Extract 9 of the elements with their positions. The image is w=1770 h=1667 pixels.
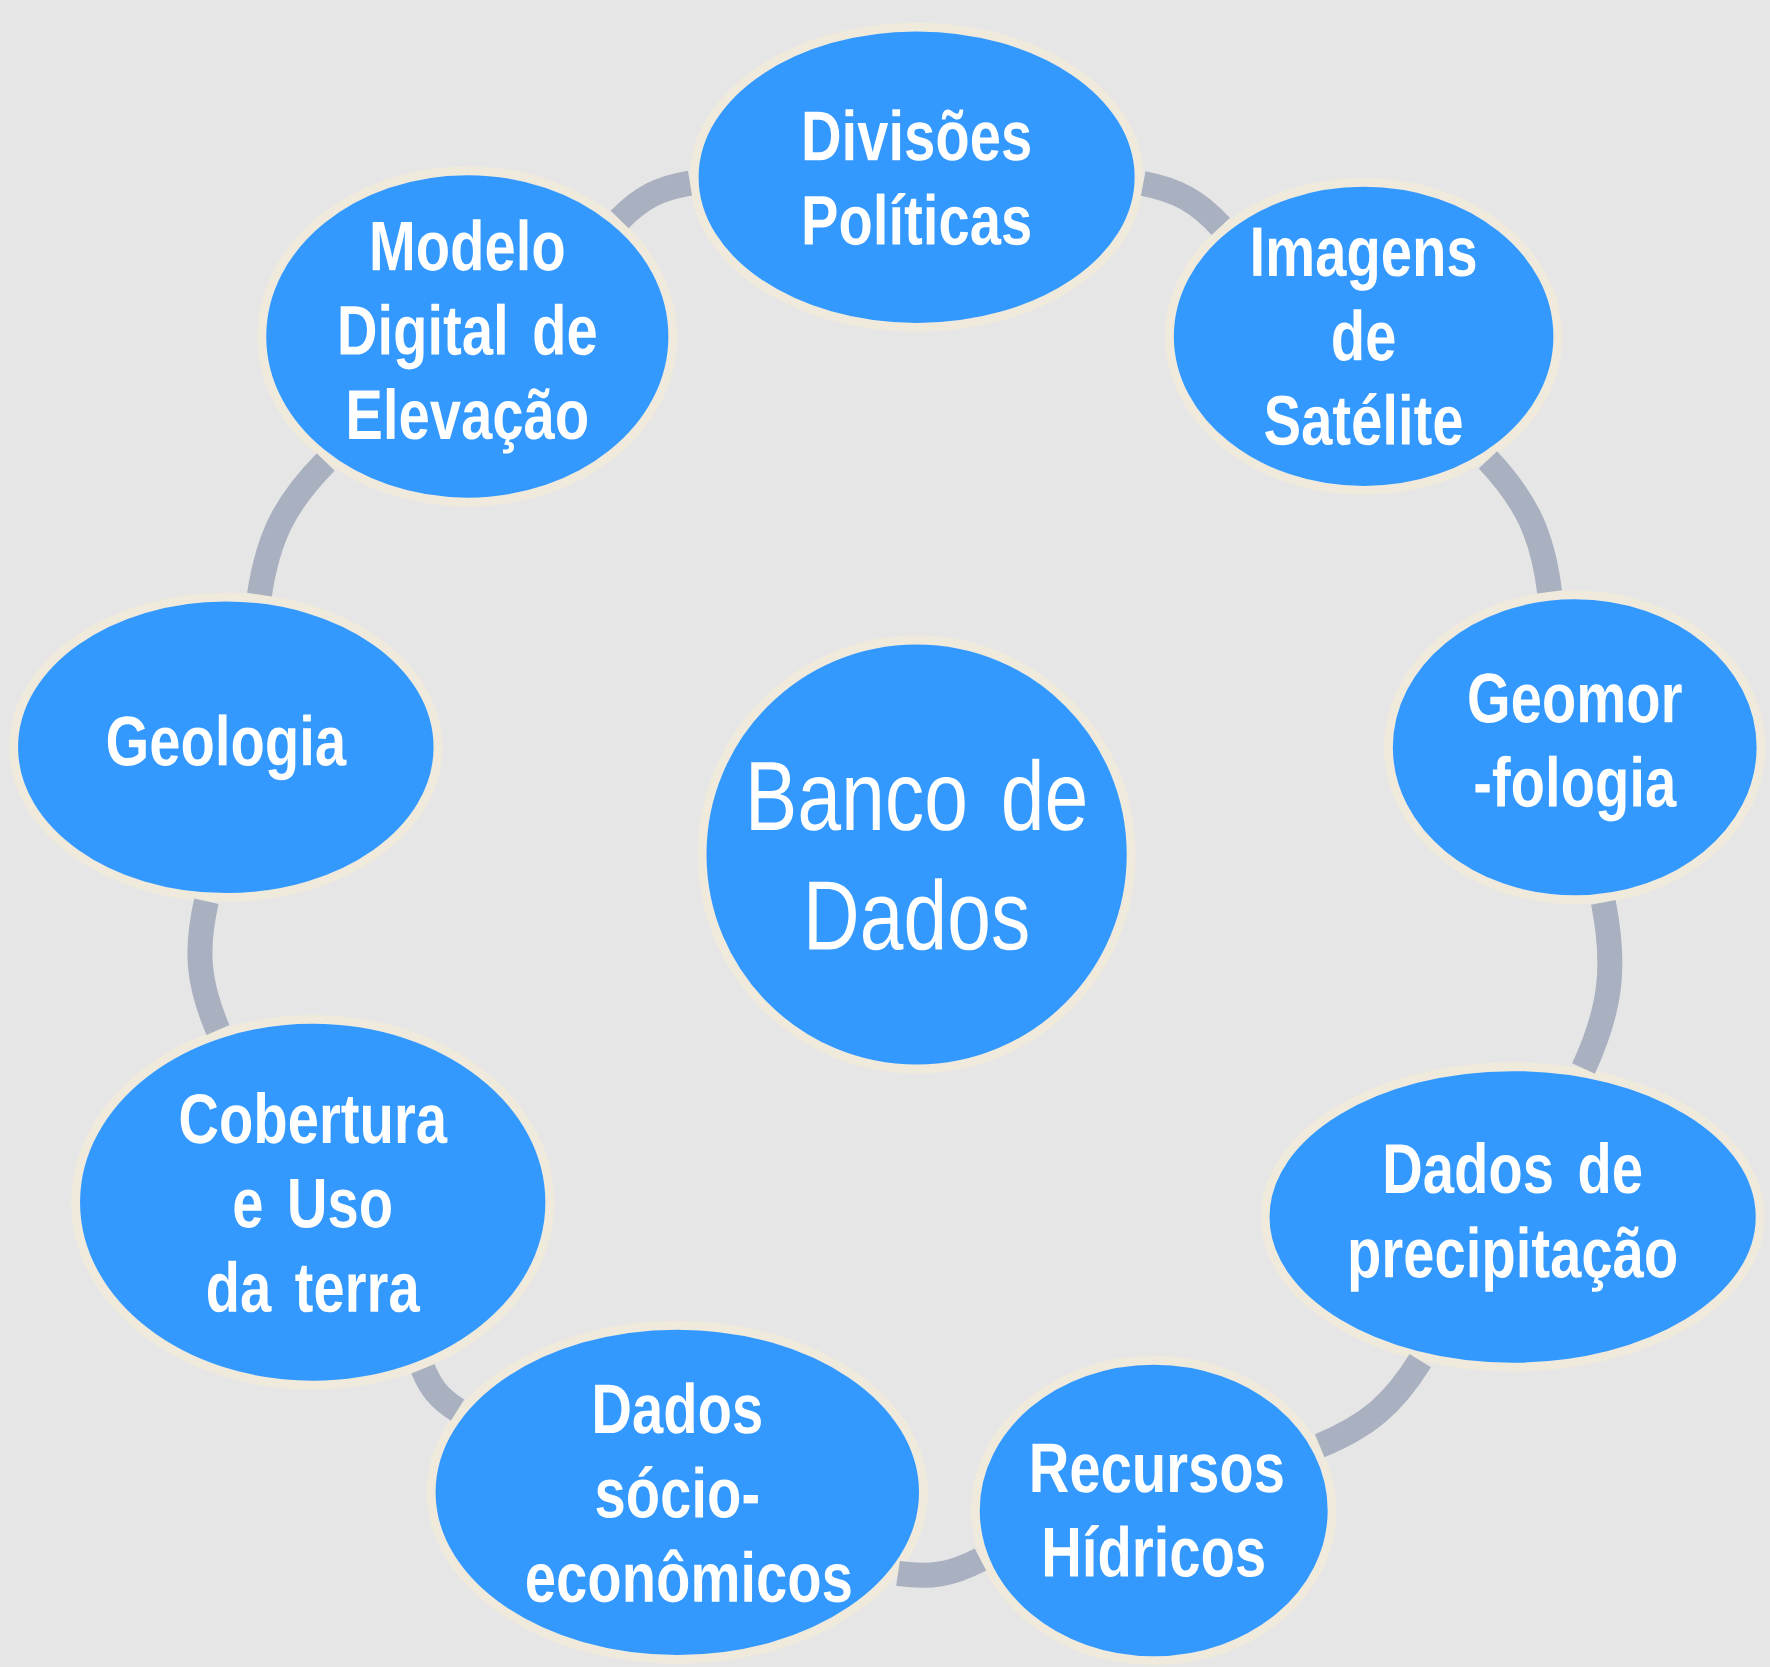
ring-connector <box>1478 451 1562 594</box>
ring-connector <box>896 1548 987 1588</box>
ring-connector <box>187 898 230 1035</box>
ring-connector <box>1572 900 1623 1074</box>
ring-connector <box>1314 1353 1431 1458</box>
ring-connector <box>247 453 335 597</box>
ring-connector <box>411 1363 465 1421</box>
ring-connector <box>1140 171 1230 236</box>
ring-connector <box>610 170 693 229</box>
